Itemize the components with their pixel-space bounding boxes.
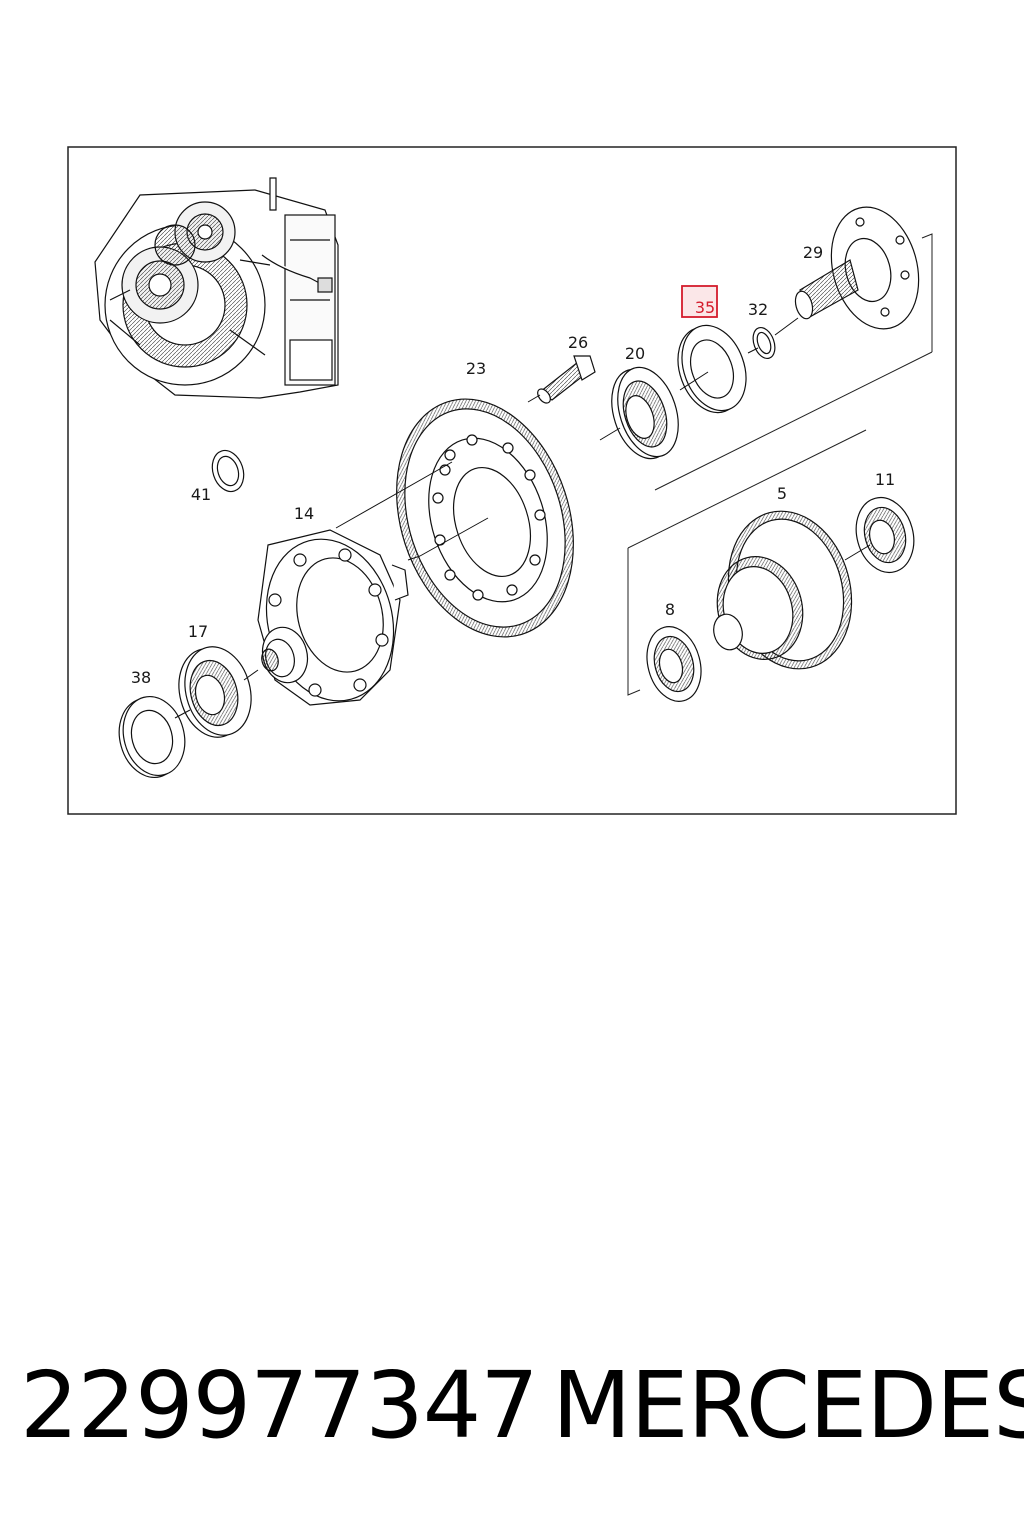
callout-41[interactable]: 41	[191, 485, 211, 504]
callout-17[interactable]: 17	[188, 622, 208, 641]
part-26-stud-bolt	[537, 355, 596, 404]
part-29-flange-shaft	[794, 206, 920, 330]
callout-38[interactable]: 38	[131, 668, 151, 687]
callout-35[interactable]: 35	[695, 298, 715, 317]
part-8-roller-bearing	[646, 626, 702, 702]
leader-lines	[174, 317, 871, 719]
callout-5[interactable]: 5	[777, 484, 787, 503]
part-5-drive-gear	[713, 510, 853, 670]
part-38-shaft-seal	[118, 695, 186, 779]
part-41-seal-ring	[211, 449, 245, 493]
part-14-differential-housing	[257, 529, 409, 706]
part-11-roller-bearing	[855, 496, 915, 574]
callout-23[interactable]: 23	[466, 359, 486, 378]
part-20-roller-bearing	[611, 366, 679, 460]
part-23-ring-gear	[396, 398, 574, 638]
brand-name: MERCEDES	[552, 1352, 1024, 1459]
callout-32[interactable]: 32	[748, 300, 768, 319]
part-32-snap-ring	[752, 326, 776, 360]
callout-11[interactable]: 11	[875, 470, 895, 489]
callout-14[interactable]: 14	[294, 504, 314, 523]
callout-26[interactable]: 26	[568, 333, 588, 352]
part-35-shaft-seal	[677, 324, 747, 414]
assembly-brackets	[627, 233, 933, 696]
callout-8[interactable]: 8	[665, 600, 675, 619]
callout-29[interactable]: 29	[803, 243, 823, 262]
gearbox-housing-illustration	[94, 177, 339, 399]
part-number: 229977347	[20, 1352, 539, 1459]
callout-20[interactable]: 20	[625, 344, 645, 363]
highlight-box	[681, 285, 718, 318]
part-17-roller-bearing	[178, 646, 252, 738]
